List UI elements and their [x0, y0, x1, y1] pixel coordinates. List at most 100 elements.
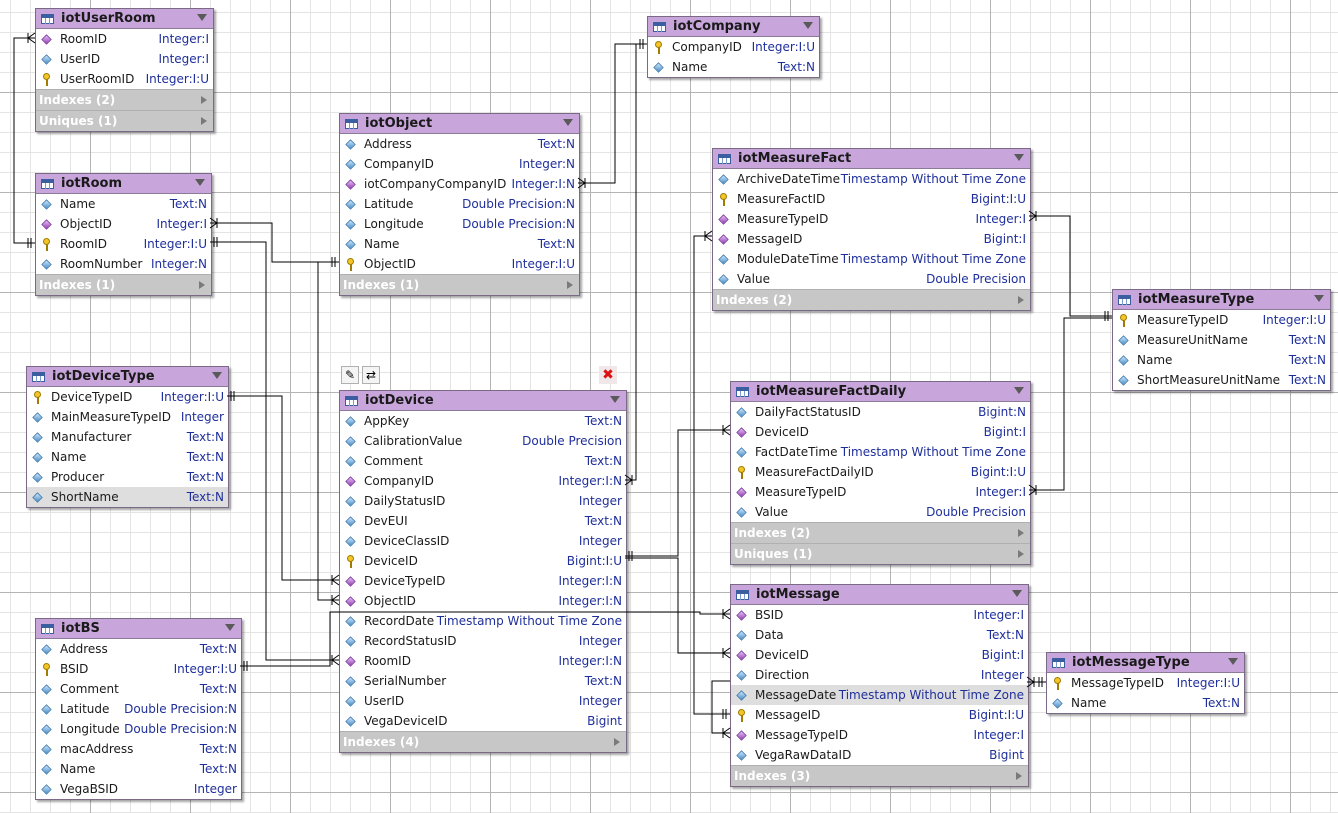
entity-header[interactable]: iotMeasureFact: [713, 149, 1030, 169]
section-uniques[interactable]: Uniques (1): [731, 543, 1030, 564]
expand-arrow-icon[interactable]: [199, 281, 205, 289]
collapse-triangle-icon[interactable]: [1012, 590, 1022, 597]
collapse-triangle-icon[interactable]: [197, 14, 207, 21]
section-indexes[interactable]: Indexes (1): [340, 274, 579, 295]
entity-header[interactable]: iotMessage: [731, 585, 1028, 605]
section-indexes[interactable]: Indexes (3): [731, 765, 1028, 786]
entity-header[interactable]: iotMessageType: [1047, 653, 1244, 673]
collapse-triangle-icon[interactable]: [225, 624, 235, 631]
section-indexes[interactable]: Indexes (2): [713, 289, 1030, 310]
expand-arrow-icon[interactable]: [201, 96, 207, 104]
entity-header[interactable]: iotBS: [36, 619, 241, 639]
entity-header[interactable]: iotDevice: [340, 391, 626, 411]
pencil-icon[interactable]: ✎: [341, 366, 359, 384]
entity-header[interactable]: iotUserRoom: [36, 9, 213, 29]
section-indexes[interactable]: Indexes (2): [36, 89, 213, 110]
entity-header[interactable]: iotMeasureFactDaily: [731, 382, 1030, 402]
section-uniques[interactable]: Uniques (1): [36, 110, 213, 131]
section-indexes[interactable]: Indexes (2): [731, 522, 1030, 543]
collapse-triangle-icon[interactable]: [195, 179, 205, 186]
collapse-triangle-icon[interactable]: [1014, 154, 1024, 161]
collapse-triangle-icon[interactable]: [1228, 658, 1238, 665]
delete-icon[interactable]: ✖: [599, 366, 617, 384]
section-indexes[interactable]: Indexes (1): [36, 274, 211, 295]
entity-header[interactable]: iotDeviceType: [27, 367, 228, 387]
expand-arrow-icon[interactable]: [1018, 550, 1024, 558]
collapse-triangle-icon[interactable]: [212, 372, 222, 379]
collapse-triangle-icon[interactable]: [610, 396, 620, 403]
entity-header[interactable]: iotRoom: [36, 174, 211, 194]
expand-arrow-icon[interactable]: [1018, 296, 1024, 304]
expand-arrow-icon[interactable]: [567, 281, 573, 289]
section-indexes[interactable]: Indexes (4): [340, 731, 626, 752]
collapse-triangle-icon[interactable]: [803, 22, 813, 29]
expand-arrow-icon[interactable]: [201, 117, 207, 125]
entity-header[interactable]: iotObject: [340, 114, 579, 134]
add-relation-icon[interactable]: ⇄: [362, 366, 380, 384]
